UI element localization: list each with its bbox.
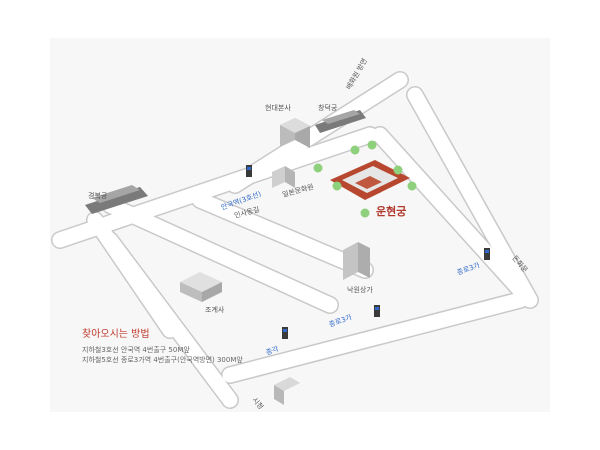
station-marker-jongno3-a (484, 248, 490, 260)
sicheong-building (274, 377, 300, 405)
station-marker-jongno3-b (374, 305, 380, 317)
hyundai-building (280, 118, 310, 148)
gyeongbok-building (85, 185, 148, 214)
unhyeongung-label: 운현궁 (376, 204, 406, 218)
directions-line-1: 지하철3호선 안국역 4번출구 50M앞 (82, 345, 190, 354)
road-network (51, 71, 539, 409)
directions-heading: 찾아오시는 방법 (82, 328, 150, 340)
jogye-building (180, 272, 222, 302)
station-marker-anguk (246, 165, 252, 177)
nakwon-label: 낙원상가 (347, 285, 373, 294)
gyeongbok-label: 경복궁 (88, 191, 108, 200)
ilbon-building (272, 166, 295, 188)
station-marker-jonggak (282, 327, 288, 339)
hyundai-label: 현대본사 (265, 103, 291, 112)
nakwon-building (343, 242, 370, 280)
unhyeongung-palace (330, 160, 410, 200)
changdeok-label: 창덕궁 (318, 103, 338, 112)
directions-line-2: 지하철5호선 종로3가역 4번출구(안국역방면) 300M앞 (82, 355, 243, 364)
changdeok-building (315, 110, 366, 133)
tree-cluster (313, 140, 417, 218)
jogye-label: 조계사 (205, 305, 225, 314)
